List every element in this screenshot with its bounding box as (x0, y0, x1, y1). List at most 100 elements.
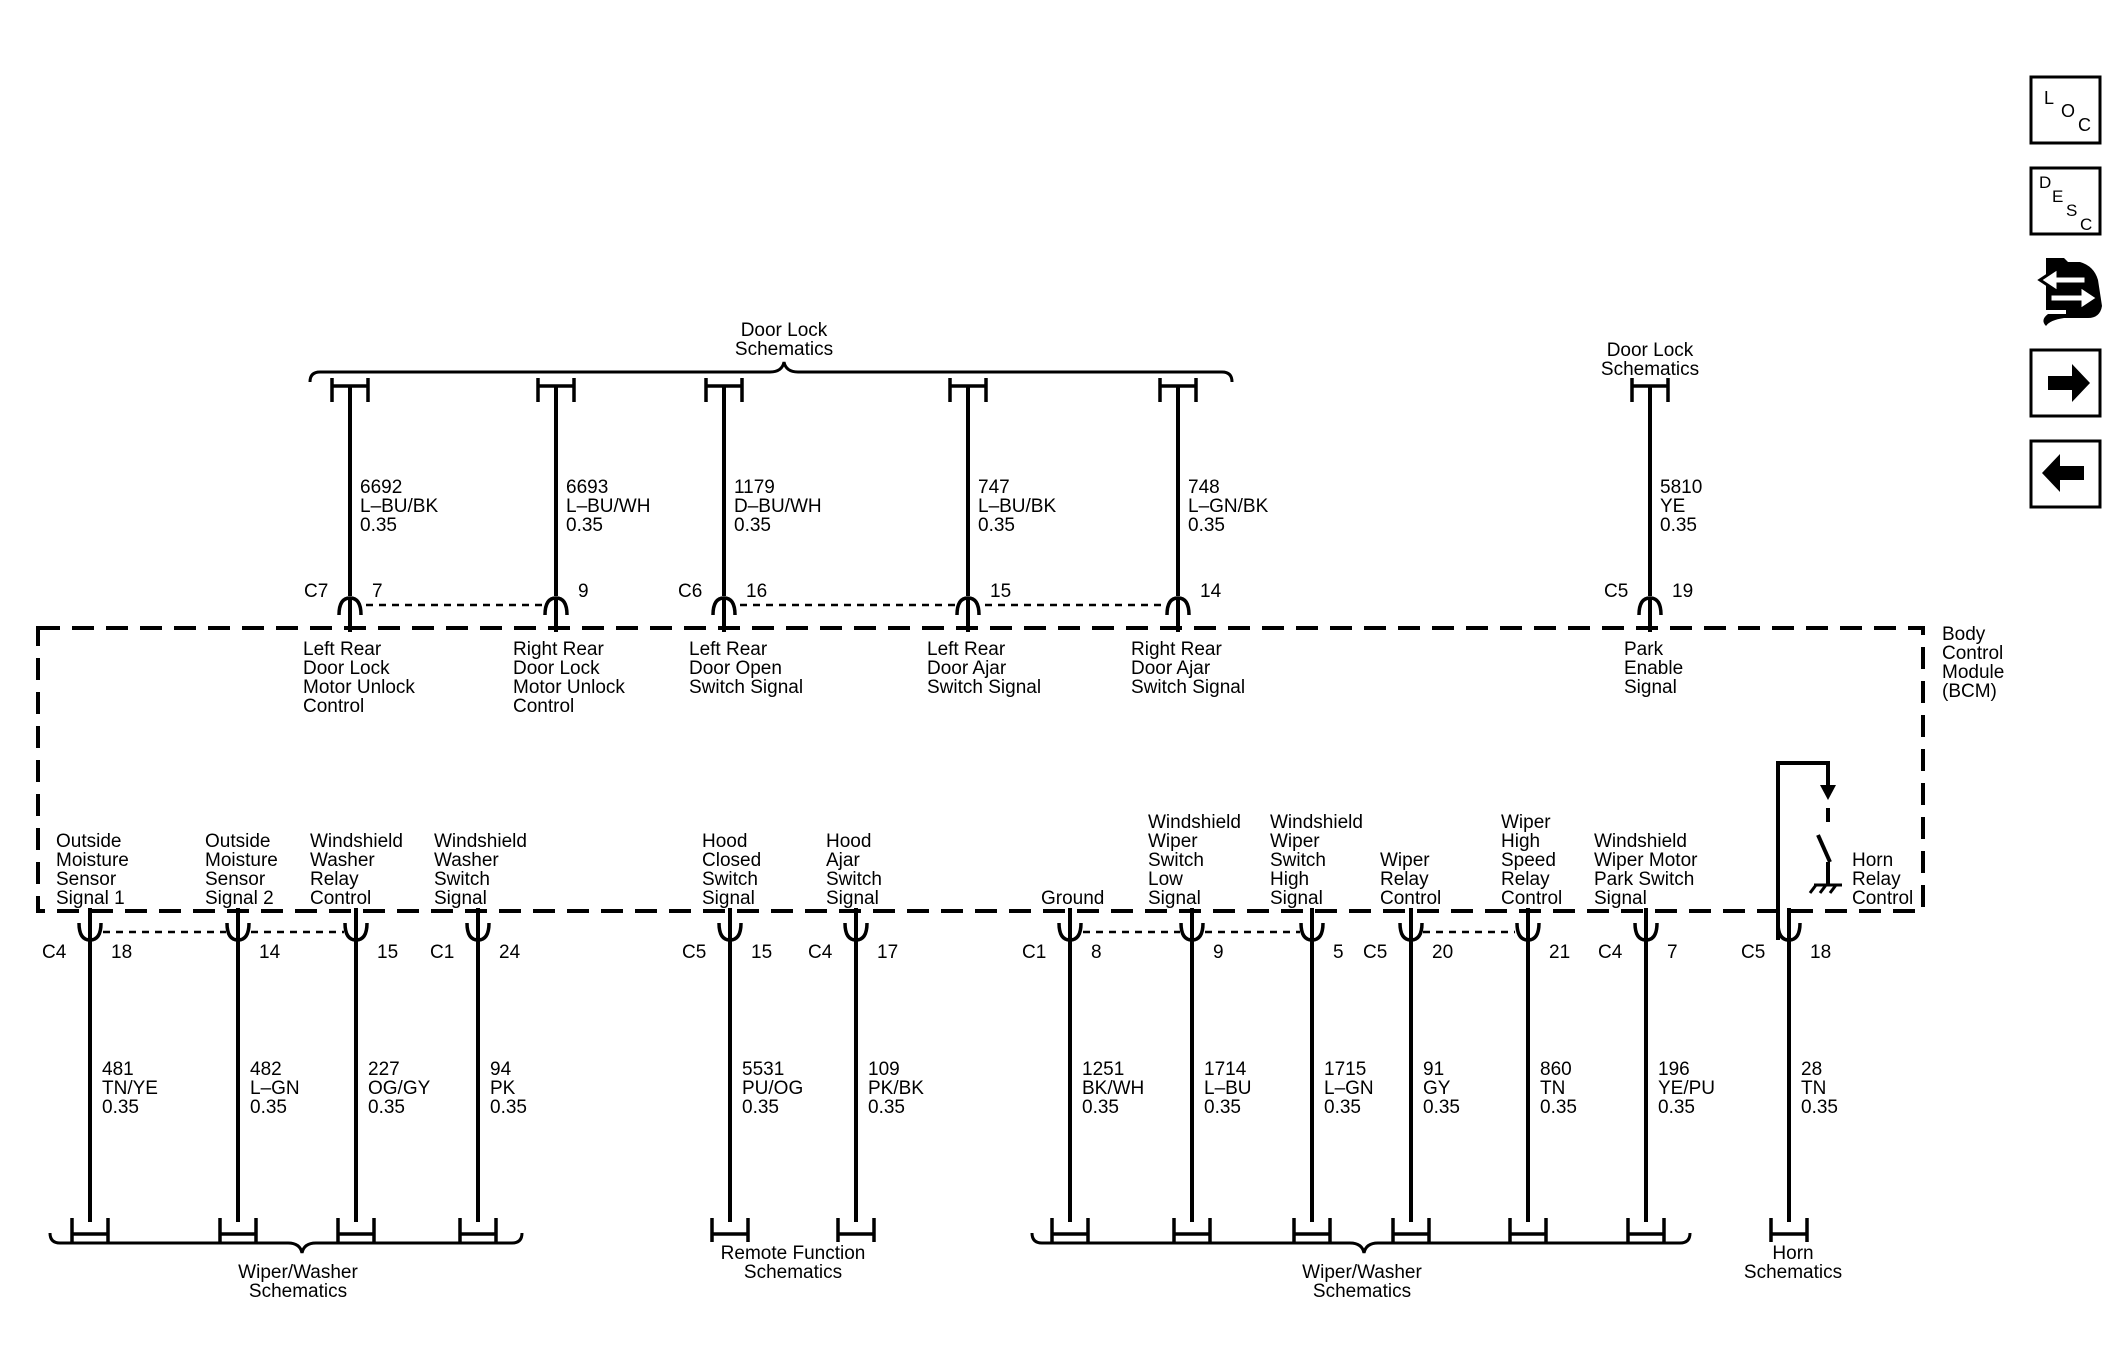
circuit-number: 860 (1540, 1059, 1572, 1080)
circuit-number: 91 (1423, 1059, 1444, 1080)
svg-text:Horn: Horn (1772, 1243, 1813, 1264)
wire-color: OG/GY (368, 1078, 431, 1099)
next-arrow-button[interactable] (2029, 348, 2102, 418)
signal-name: Horn (1852, 850, 1893, 871)
wire-color: YE (1660, 496, 1685, 517)
svg-text:Schematics: Schematics (249, 1281, 347, 1302)
bottom-bracket-wiper-1 (48, 1232, 524, 1254)
harness-terminal (70, 1218, 110, 1242)
bottom-group-label-4: Horn Schematics (1744, 1243, 1842, 1283)
signal-name: Control (1852, 888, 1913, 909)
connector-id: C5 (1741, 942, 1765, 963)
location-button[interactable]: L O C (2029, 75, 2102, 145)
signal-name: Left Rear (303, 639, 382, 660)
wire-color: BK/WH (1082, 1078, 1144, 1099)
signal-name: Switch (826, 869, 882, 890)
svg-text:Schematics: Schematics (1744, 1262, 1842, 1283)
wire-color: GY (1423, 1078, 1451, 1099)
svg-text:Wiper/Washer: Wiper/Washer (238, 1262, 358, 1283)
signal-name: Switch (702, 869, 758, 890)
circuit-number: 94 (490, 1059, 512, 1080)
signal-name: Closed (702, 850, 761, 871)
connector-id: C7 (304, 581, 328, 602)
signal-name: Switch Signal (689, 677, 803, 698)
bottom-group-label-1: Wiper/Washer Schematics (238, 1262, 358, 1302)
wire-color: L–BU/WH (566, 496, 650, 517)
pin-number: 20 (1432, 942, 1453, 963)
signal-name: Hood (826, 831, 871, 852)
signal-name: Low (1148, 869, 1183, 890)
signal-name: Door Open (689, 658, 782, 679)
signal-name: Signal (1270, 888, 1323, 909)
wire-gauge: 0.35 (868, 1097, 905, 1118)
wire-gauge: 0.35 (1082, 1097, 1119, 1118)
signal-name: Signal (1624, 677, 1677, 698)
connector-id: C1 (430, 942, 454, 963)
signal-name: Left Rear (927, 639, 1006, 660)
harness-terminal (836, 1218, 876, 1242)
signal-name: Motor Unlock (303, 677, 415, 698)
circuit-number: 6692 (360, 477, 402, 498)
wire-color: L–GN (1324, 1078, 1374, 1099)
svg-text:S: S (2066, 201, 2077, 220)
signal-name: Switch Signal (1131, 677, 1245, 698)
signal-name: Windshield (1148, 812, 1241, 833)
harness-terminal (1769, 1218, 1809, 1242)
bottom-circuit-227: 227OG/GY0.3515WindshieldWasherRelayContr… (310, 831, 431, 1242)
signal-name: Signal 1 (56, 888, 125, 909)
wire-gauge: 0.35 (1658, 1097, 1695, 1118)
svg-text:D: D (2039, 173, 2051, 192)
circuit-number: 481 (102, 1059, 134, 1080)
signal-name: Wiper (1270, 831, 1320, 852)
connector-id: C6 (678, 581, 702, 602)
circuit-number: 1179 (734, 477, 775, 498)
wire-gauge: 0.35 (1204, 1097, 1241, 1118)
connector-id: C4 (1598, 942, 1623, 963)
svg-text:O: O (2061, 101, 2075, 121)
svg-text:C: C (2078, 115, 2091, 135)
connector-icon[interactable] (2037, 258, 2102, 326)
signal-name: Sensor (56, 869, 117, 890)
signal-name: Signal 2 (205, 888, 274, 909)
signal-name: Washer (434, 850, 499, 871)
bottom-circuit-1714: 1714L–BU0.359WindshieldWiperSwitchLowSig… (1148, 812, 1252, 1242)
svg-text:E: E (2052, 187, 2063, 206)
signal-name: Right Rear (513, 639, 604, 660)
pin-number: 5 (1333, 942, 1344, 963)
signal-name: Hood (702, 831, 747, 852)
wire-gauge: 0.35 (1540, 1097, 1577, 1118)
wire-gauge: 0.35 (368, 1097, 405, 1118)
circuit-number: 748 (1188, 477, 1220, 498)
wire-color: D–BU/WH (734, 496, 822, 517)
horn-relay-switch-symbol (1776, 761, 1842, 940)
wire-gauge: 0.35 (490, 1097, 527, 1118)
description-button[interactable]: D E S C (2029, 166, 2102, 236)
pin-number: 7 (372, 581, 383, 602)
signal-name: Windshield (1270, 812, 1363, 833)
wire-color: L–BU/BK (978, 496, 1056, 517)
svg-text:Schematics: Schematics (735, 339, 833, 360)
previous-arrow-button[interactable] (2029, 439, 2102, 509)
signal-name: Speed (1501, 850, 1556, 871)
signal-name: High (1501, 831, 1540, 852)
harness-terminal (1391, 1218, 1431, 1242)
connector-id: C5 (682, 942, 706, 963)
signal-name: Sensor (205, 869, 266, 890)
pin-number: 15 (751, 942, 772, 963)
harness-terminal (458, 1218, 498, 1242)
wire-color: PK (490, 1078, 516, 1099)
harness-terminal (710, 1218, 750, 1242)
circuit-number: 227 (368, 1059, 400, 1080)
svg-text:Module: Module (1942, 662, 2004, 683)
wire-gauge: 0.35 (1324, 1097, 1361, 1118)
signal-name: Park Switch (1594, 869, 1694, 890)
